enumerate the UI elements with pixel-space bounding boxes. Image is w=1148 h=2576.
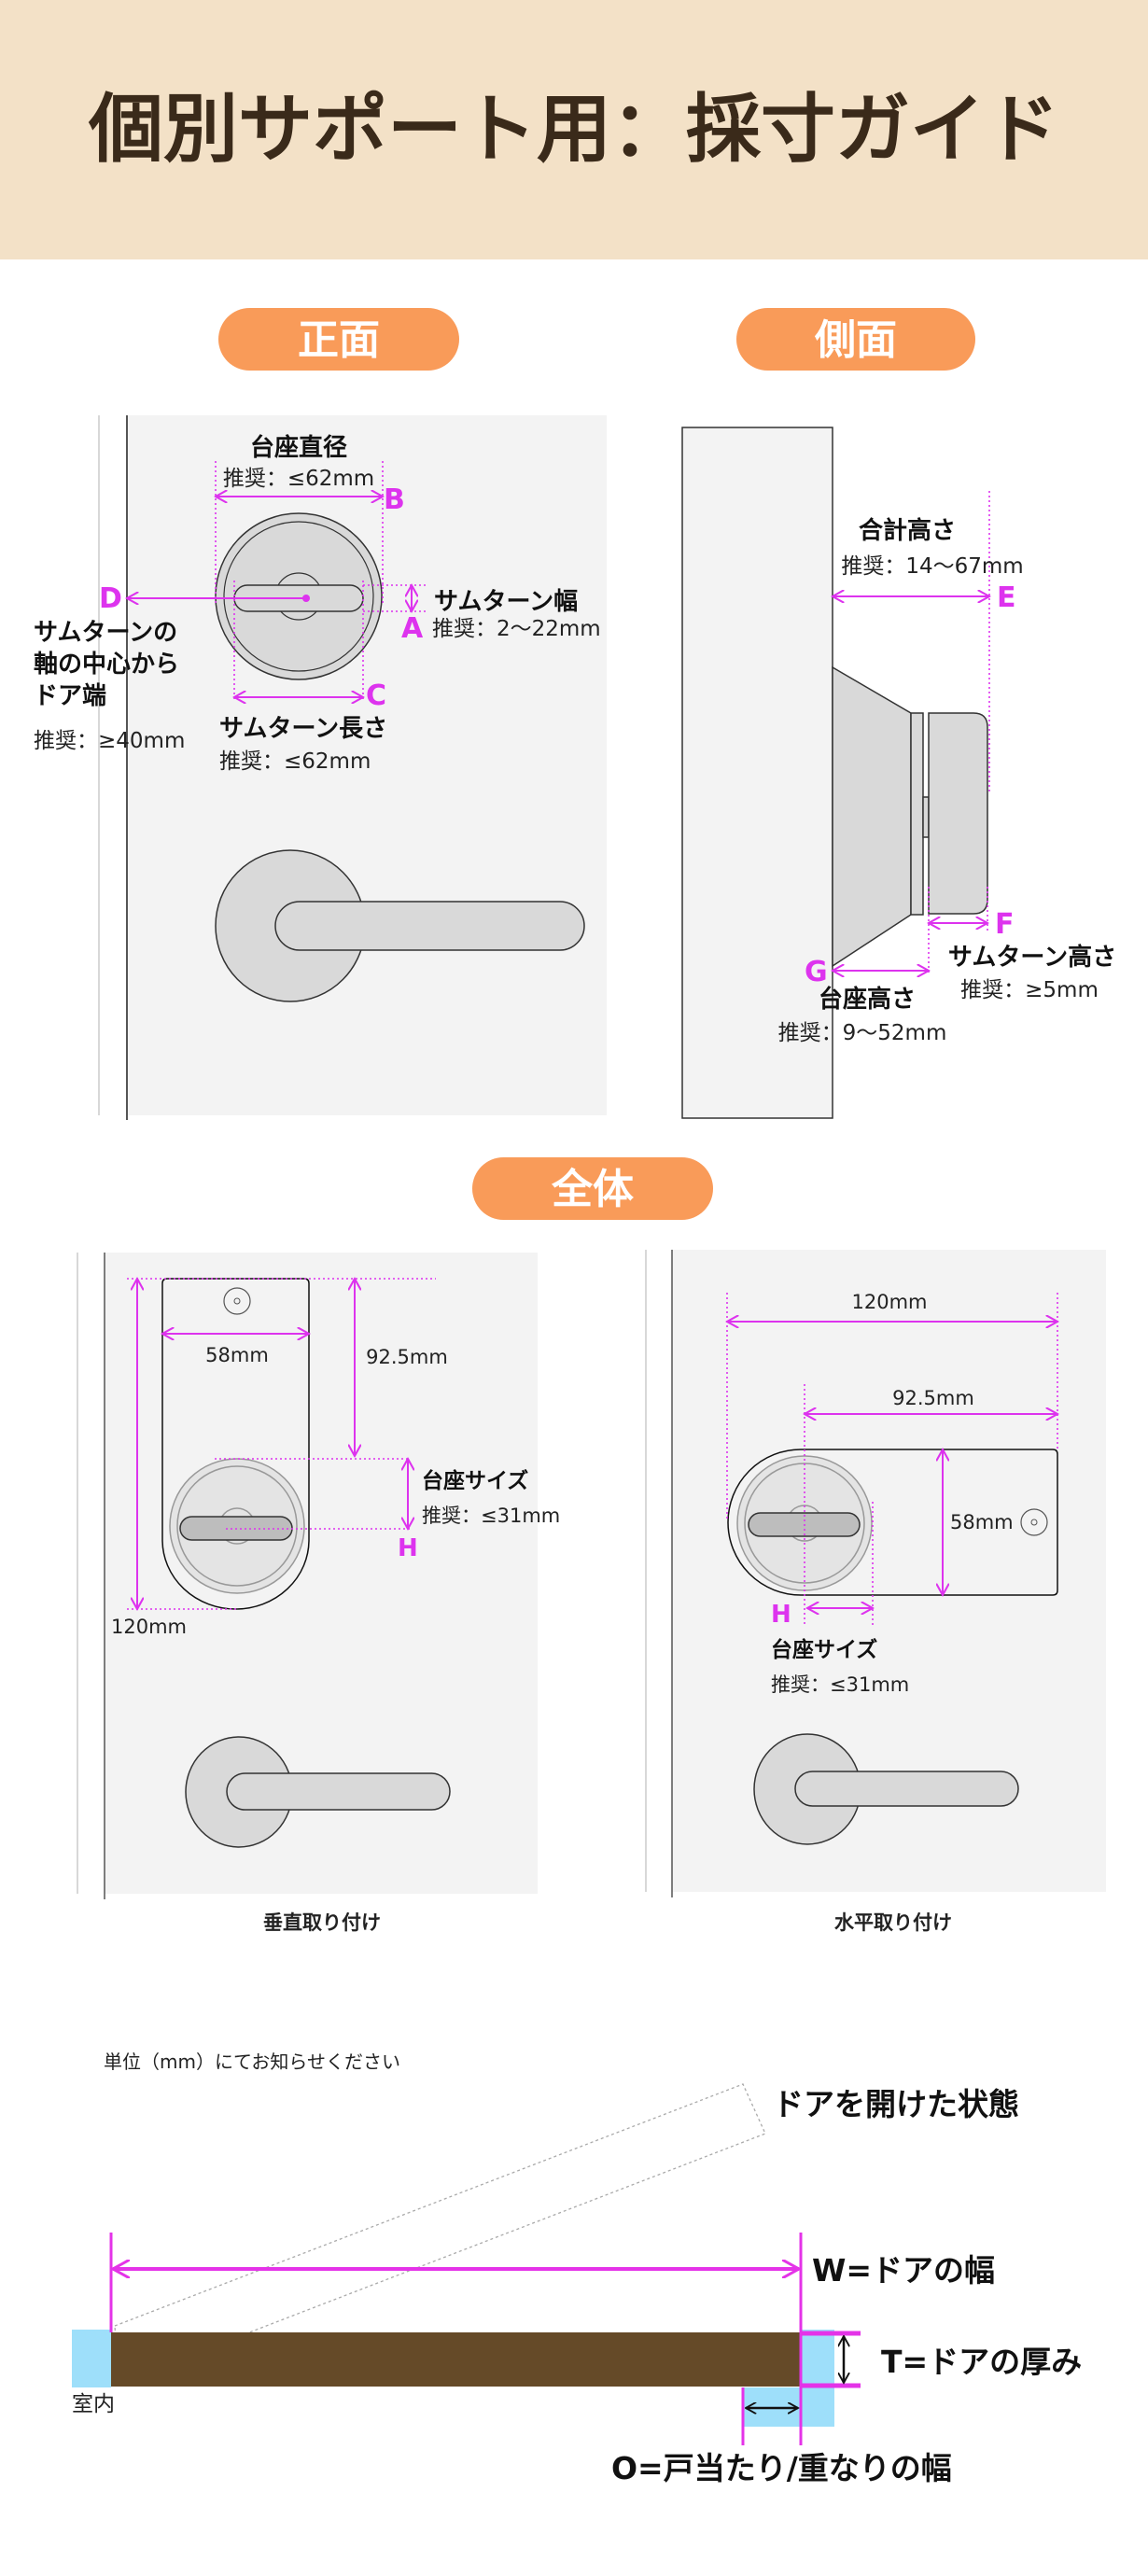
total-height-rec: 推奨：14〜67mm [841,554,1023,579]
thumbturn-height-title: サムターン高さ [948,943,1116,972]
door-closed [111,2332,801,2387]
base-size-title: 台座サイズ [771,1637,877,1662]
open-state-label: ドアを開けた状態 [773,2086,1019,2122]
base-diameter-rec: 推奨：≤62mm [223,467,374,491]
horizontal-mount-caption: 水平取り付け [834,1911,952,1934]
page-title: 個別サポート用：採寸ガイド [88,86,1059,173]
base-height-title: 台座高さ [819,985,916,1014]
base-diameter-title: 台座直径 [250,433,347,462]
indoor-label: 室内 [72,2392,115,2416]
length-label: 120mm [852,1291,928,1313]
door-edge-rec: 推奨：≥40mm [34,729,185,753]
button-icon [223,1287,251,1315]
door-edge-title-1: サムターンの [34,619,177,647]
thumbturn-length-rec: 推奨：≤62mm [219,749,371,774]
total-height-title: 合計高さ [859,516,956,545]
overall-heading: 全体 [551,1166,634,1213]
lever-handle-front [215,849,585,1002]
door-side [681,427,833,1119]
door-edge-title-2: 軸の中心から [34,650,179,679]
letter-b: B [384,483,405,516]
base-size-rec: 推奨：≤31mm [771,1673,909,1696]
letter-g: G [805,956,828,988]
base-size-rec: 推奨：≤31mm [422,1505,560,1527]
thickness-label: T=ドアの厚み [881,2344,1082,2380]
offset-label: 92.5mm [892,1387,974,1409]
base-size-title: 台座サイズ [422,1468,528,1493]
button-icon [1020,1508,1048,1536]
side-heading: 側面 [814,316,897,364]
width-label: W=ドアの幅 [812,2252,995,2289]
door-edge-title-3: ドア端 [34,682,106,710]
thumbturn-side [928,712,988,915]
vertical-mount-diagram: 120mm 58mm 92.5mm H 台座サイズ 推奨：≤31mm 垂直取り付… [77,1253,560,1934]
letter-c: C [366,679,386,712]
pill-front: 正面 [218,308,459,371]
door-panel [127,415,607,1115]
lever-handle [753,1733,1019,1845]
thumbturn-length-title: サムターン長さ [219,715,387,743]
letter-h: H [398,1534,418,1562]
vertical-mount-caption: 垂直取り付け [263,1911,381,1934]
pill-side: 側面 [736,308,975,371]
letter-h: H [771,1601,791,1629]
front-heading: 正面 [298,316,380,364]
thumbturn-width-title: サムターン幅 [434,588,578,616]
horizontal-mount-diagram: 120mm 92.5mm 58mm H 台座サイズ 推奨：≤31mm 水平取り付… [645,1250,1106,1934]
unit-note: 単位（mm）にてお知らせください [104,2051,400,2073]
letter-d: D [99,582,122,615]
letter-a: A [401,612,424,645]
width-label: 58mm [205,1344,269,1366]
base-cone [832,665,912,968]
deadbolt-front [215,512,383,680]
frame-left [72,2330,111,2387]
letter-f: F [995,908,1015,941]
thumbturn-width-rec: 推奨：2〜22mm [432,617,601,641]
thumbturn-height-rec: 推奨：≥5mm [960,978,1099,1002]
base-height-rec: 推奨：9〜52mm [778,1021,947,1045]
frame-right [801,2330,834,2427]
lever-handle [185,1736,451,1848]
door-measurement-diagram: 単位（mm）にてお知らせください ドアを開けた状態 W=ドアの幅 T=ドアの厚み… [72,2051,1082,2486]
base-plate [910,712,924,916]
width-label: 58mm [950,1511,1014,1533]
pill-overall: 全体 [472,1157,713,1220]
side-view-diagram: 合計高さ 推奨：14〜67mm E F サムターン高さ 推奨：≥5mm G 台座… [681,427,1116,1119]
letter-e: E [997,581,1016,614]
length-label: 120mm [111,1616,187,1638]
connector [922,796,930,838]
header-background [0,0,1148,259]
offset-label: 92.5mm [366,1346,448,1368]
front-view-diagram: 台座直径 推奨：≤62mm B サムターン幅 A 推奨：2〜22mm C サムタ… [34,415,607,1120]
overlap-label: O=戸当たり/重なりの幅 [611,2450,952,2486]
